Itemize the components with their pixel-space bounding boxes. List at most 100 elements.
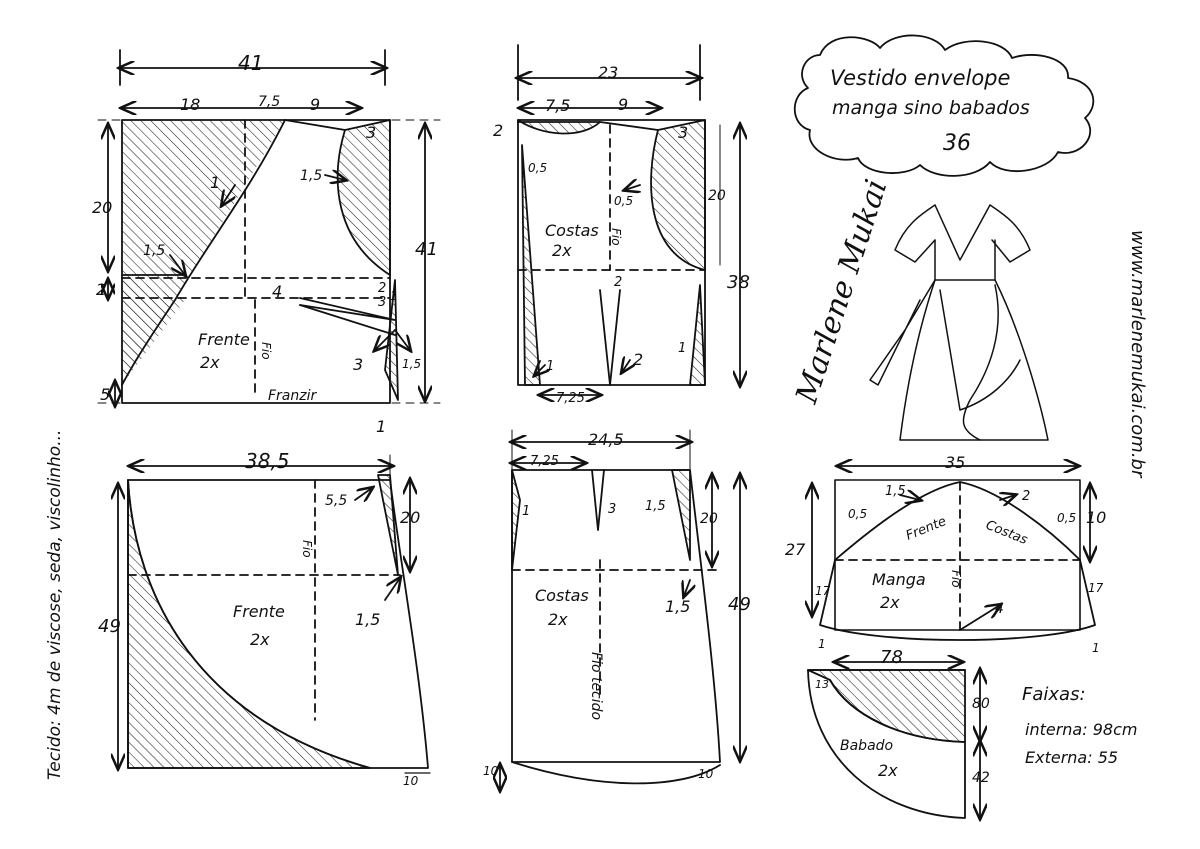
sl-side-17b: 17 (1088, 581, 1104, 595)
sl-side-17a: 17 (815, 584, 831, 598)
sf-hem-ext: 10 (403, 774, 419, 788)
sl-cap-2: 2 (1022, 489, 1030, 504)
bf-count: 2x (200, 353, 220, 372)
sl-hem-1b: 1 (1092, 641, 1100, 655)
sf-grain: Fio (300, 540, 314, 558)
sb-dart-pos: 7,25 (530, 454, 559, 469)
bf-side-15: 1,5 (402, 357, 421, 371)
bf-width: 41 (238, 51, 263, 75)
title-line2: manga sino babados (832, 97, 1030, 119)
rf-start: 13 (815, 678, 829, 691)
sb-dart-15: 1,5 (645, 499, 666, 514)
bb-name: Costas (545, 221, 599, 240)
sf-side-15: 1,5 (355, 610, 380, 629)
bb-count: 2x (552, 241, 572, 260)
sl-back-label: Costas (984, 518, 1030, 548)
bf-hem-1: 1 (376, 417, 386, 436)
bb-dart-1: 1 (546, 359, 554, 374)
bb-side-1: 1 (678, 341, 686, 356)
sb-hem-left: 10 (483, 764, 499, 778)
rf-height-bottom: 42 (972, 770, 990, 786)
bb-neck-05: 0,5 (528, 161, 547, 175)
sl-hem-1a: 1 (818, 637, 826, 651)
sl-cap-15: 1,5 (885, 484, 906, 499)
sb-hip-depth: 20 (700, 511, 718, 527)
website: www.marlenemukai.com.br (1127, 230, 1148, 479)
bf-name: Frente (198, 330, 250, 349)
sl-total-height: 27 (785, 540, 806, 559)
sl-width: 35 (945, 453, 965, 472)
sb-grain: Fio tecido (588, 652, 604, 720)
bb-shoulder-drop: 3 (678, 123, 688, 142)
title-cloud (793, 34, 1095, 177)
sf-count: 2x (250, 630, 270, 649)
title-line1: Vestido envelope (830, 66, 1010, 90)
sb-count: 2x (548, 610, 568, 629)
bf-side-dim: 2 (96, 280, 106, 299)
bf-neck-seg: 18 (180, 95, 200, 114)
fabric-note: Tecido: 4m de viscose, seda, viscolinho.… (45, 430, 65, 780)
bf-side-1: 1 (390, 289, 398, 303)
sl-cap-05b: 0,5 (1057, 511, 1076, 525)
bb-grain: Fio (609, 228, 623, 246)
bb-height: 38 (727, 272, 750, 293)
sb-dart-1: 1 (522, 504, 530, 519)
bf-hem-5: 5 (100, 385, 110, 404)
bf-dart-3a: 3 (378, 295, 386, 310)
bf-armhole-curve: 1,5 (300, 168, 322, 184)
rf-height-top: 80 (972, 696, 990, 712)
bb-width: 23 (598, 63, 618, 82)
bf-neck-mark: 1 (210, 173, 220, 192)
sf-width: 38,5 (245, 449, 290, 473)
bb-dart-pos: 7,25 (556, 391, 585, 406)
title-size: 36 (943, 131, 971, 156)
sl-hem-4: 4 (995, 601, 1004, 617)
rf-count: 2x (878, 761, 898, 780)
sb-name: Costas (535, 586, 589, 605)
sf-name: Frente (233, 602, 285, 621)
bf-height: 41 (415, 239, 438, 260)
sb-side-15: 1,5 (665, 597, 690, 616)
bodice-back-pattern (518, 44, 740, 395)
bb-waist-2: 2 (614, 275, 622, 290)
rf-width: 78 (880, 647, 903, 668)
sl-name: Manga (872, 570, 926, 589)
sf-length: 49 (98, 616, 121, 637)
sleeve-pattern (812, 466, 1095, 641)
bf-dart-len: 4 (272, 282, 282, 301)
bf-grain: Fio (259, 342, 273, 360)
bb-neck-seg: 7,5 (545, 96, 570, 115)
ruffle-pattern (807, 662, 980, 818)
skirt-back-pattern (500, 429, 740, 790)
sb-dart-3: 3 (608, 502, 616, 517)
sl-count: 2x (880, 593, 900, 612)
bf-neck-curve: 1,5 (143, 243, 165, 259)
sb-width: 24,5 (588, 430, 624, 449)
ties-inner: interna: 98cm (1025, 720, 1137, 739)
rf-name: Babado (840, 738, 893, 754)
bf-gather: Franzir (268, 388, 317, 404)
bf-armhole-depth: 20 (92, 198, 112, 217)
sl-grain: Fio (949, 570, 963, 588)
bf-dart-3b: 3 (353, 355, 363, 374)
ties-title: Faixas: (1022, 684, 1086, 705)
skirt-front-pattern (118, 454, 431, 774)
bb-armhole-depth: 20 (708, 188, 726, 204)
signature: Marlene Mukai (789, 175, 894, 408)
bb-armhole-05: 0,5 (614, 194, 633, 208)
sl-cap-05a: 0,5 (848, 507, 867, 521)
bb-dart-2: 2 (633, 350, 643, 369)
bb-neck-rise: 2 (493, 121, 503, 140)
sl-front-label: Frente (904, 514, 949, 544)
ties-outer: Externa: 55 (1025, 748, 1118, 767)
bb-shoulder-seg: 9 (618, 95, 628, 114)
sb-length: 49 (728, 594, 751, 615)
sf-hip-depth: 20 (400, 508, 420, 527)
dress-sketch (869, 204, 1049, 441)
bf-shoulder-seg: 9 (310, 95, 320, 114)
sf-dart-55: 5,5 (325, 493, 347, 509)
bf-dart-2: 2 (378, 281, 386, 296)
bodice-front-pattern (97, 49, 441, 405)
bf-shoulder-drop: 3 (366, 123, 376, 142)
